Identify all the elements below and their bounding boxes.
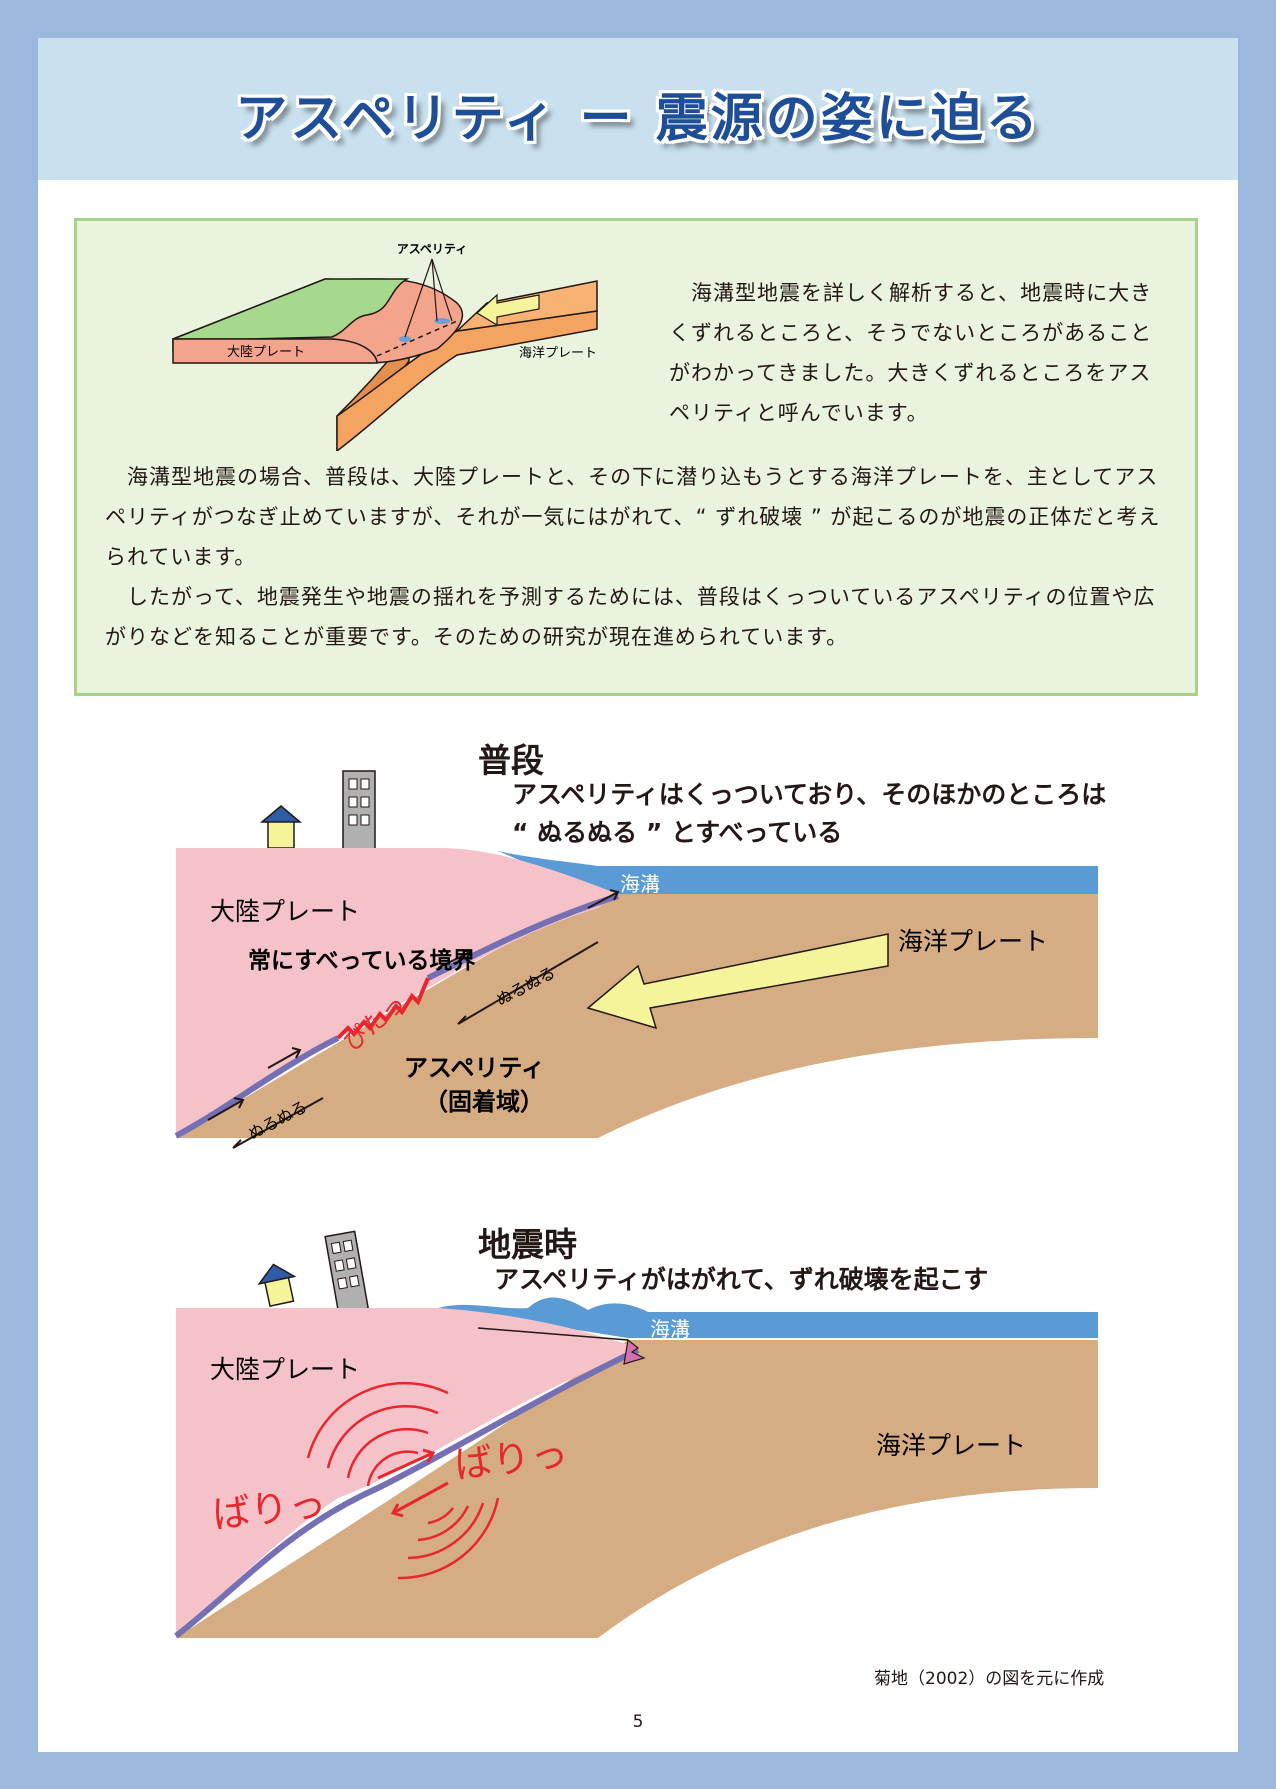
asperity-patch	[434, 318, 450, 324]
header: アスペリティ ー 震源の姿に迫る	[38, 38, 1238, 180]
sea-layer	[438, 1297, 1098, 1338]
arrow-left-icon	[475, 293, 540, 327]
asperity-zigzag	[336, 977, 430, 1040]
intro-paragraph-2: 海溝型地震の場合、普段は、大陸プレートと、その下に潜り込もうとする海洋プレートを…	[105, 465, 1161, 569]
quake-title: 地震時	[478, 1225, 577, 1264]
leader-line	[431, 258, 453, 322]
building-icon	[342, 770, 376, 850]
plate-boundary-line	[376, 320, 458, 357]
block-label-oceanic: 海洋プレート	[519, 346, 597, 361]
normal-label-continental: 大陸プレート	[210, 897, 360, 926]
arrow-left-icon	[586, 933, 889, 1030]
oceanic-plate-area	[176, 1340, 1098, 1638]
leader-line	[404, 258, 433, 338]
continental-plate-front	[172, 338, 378, 364]
uplift-line	[477, 1327, 629, 1341]
land-surface	[172, 278, 410, 340]
plate-block-diagram: アスペリティ 大陸プレート 海洋プレート	[172, 242, 598, 451]
credit: 菊地（2002）の図を元に作成	[874, 1669, 1105, 1689]
normal-label-oceanic: 海洋プレート	[898, 927, 1048, 956]
page-number: 5	[632, 1712, 644, 1732]
normal-title: 普段	[478, 741, 544, 780]
quake-label-oceanic: 海洋プレート	[876, 1431, 1026, 1460]
house-icon	[257, 1263, 297, 1307]
page-title: アスペリティ ー 震源の姿に迫る	[235, 89, 1041, 149]
intro-box: アスペリティ 大陸プレート 海洋プレート 海溝型地震を詳しく解析すると、地震時に…	[74, 218, 1198, 696]
normal-label-asperity: アスペリティ	[404, 1054, 545, 1082]
normal-caption: アスペリティはくっついており、そのほかのところは “ ぬるぬる ” とすべってい…	[512, 780, 1107, 847]
building-icon	[324, 1230, 370, 1315]
block-label-asperity: アスペリティ	[397, 242, 467, 256]
house-icon	[259, 805, 303, 849]
shear-arrows	[377, 1448, 449, 1518]
quake-label-continental: 大陸プレート	[210, 1355, 360, 1384]
ruptured-boundary	[174, 1347, 640, 1639]
intro-paragraph-3: したがって、地震発生や地震の揺れを予測するためには、普段はくっついているアスペリ…	[105, 585, 1156, 649]
seismic-waves-icon	[306, 1381, 500, 1580]
slip-arrows	[207, 889, 620, 1149]
normal-label-locked-zone: （固着域）	[424, 1088, 544, 1116]
continental-plate-area	[176, 1308, 638, 1638]
normal-label-trench: 海溝	[620, 872, 660, 896]
sliding-boundary-lower	[174, 1035, 340, 1139]
intro-paragraph-1: 海溝型地震を詳しく解析すると、地震時に大きくずれるところと、そうでないところがあ…	[669, 281, 1153, 425]
normal-cross-section: 大陸プレート 海溝 海洋プレート 常にすべっている境界 ぬるぬる ぬるぬる ぴた…	[174, 770, 1098, 1149]
block-label-continental: 大陸プレート	[227, 344, 305, 360]
oceanic-plate-side	[336, 310, 598, 451]
uplift-arrow-icon	[623, 1338, 646, 1365]
asperity-patch	[399, 336, 411, 342]
leader-line	[431, 258, 438, 322]
page: アスペリティ ー 震源の姿に迫る アスペリティ	[38, 38, 1238, 1752]
sea-layer	[498, 851, 1098, 894]
quake-caption: アスペリティがはがれて、ずれ破壊を起こす	[494, 1265, 989, 1294]
quake-label-trench: 海溝	[650, 1317, 690, 1341]
normal-label-sliding-boundary: 常にすべっている境界	[248, 947, 475, 974]
quake-cross-section: 大陸プレート 海溝 海洋プレート ばりっ ばりっ	[174, 1230, 1098, 1639]
